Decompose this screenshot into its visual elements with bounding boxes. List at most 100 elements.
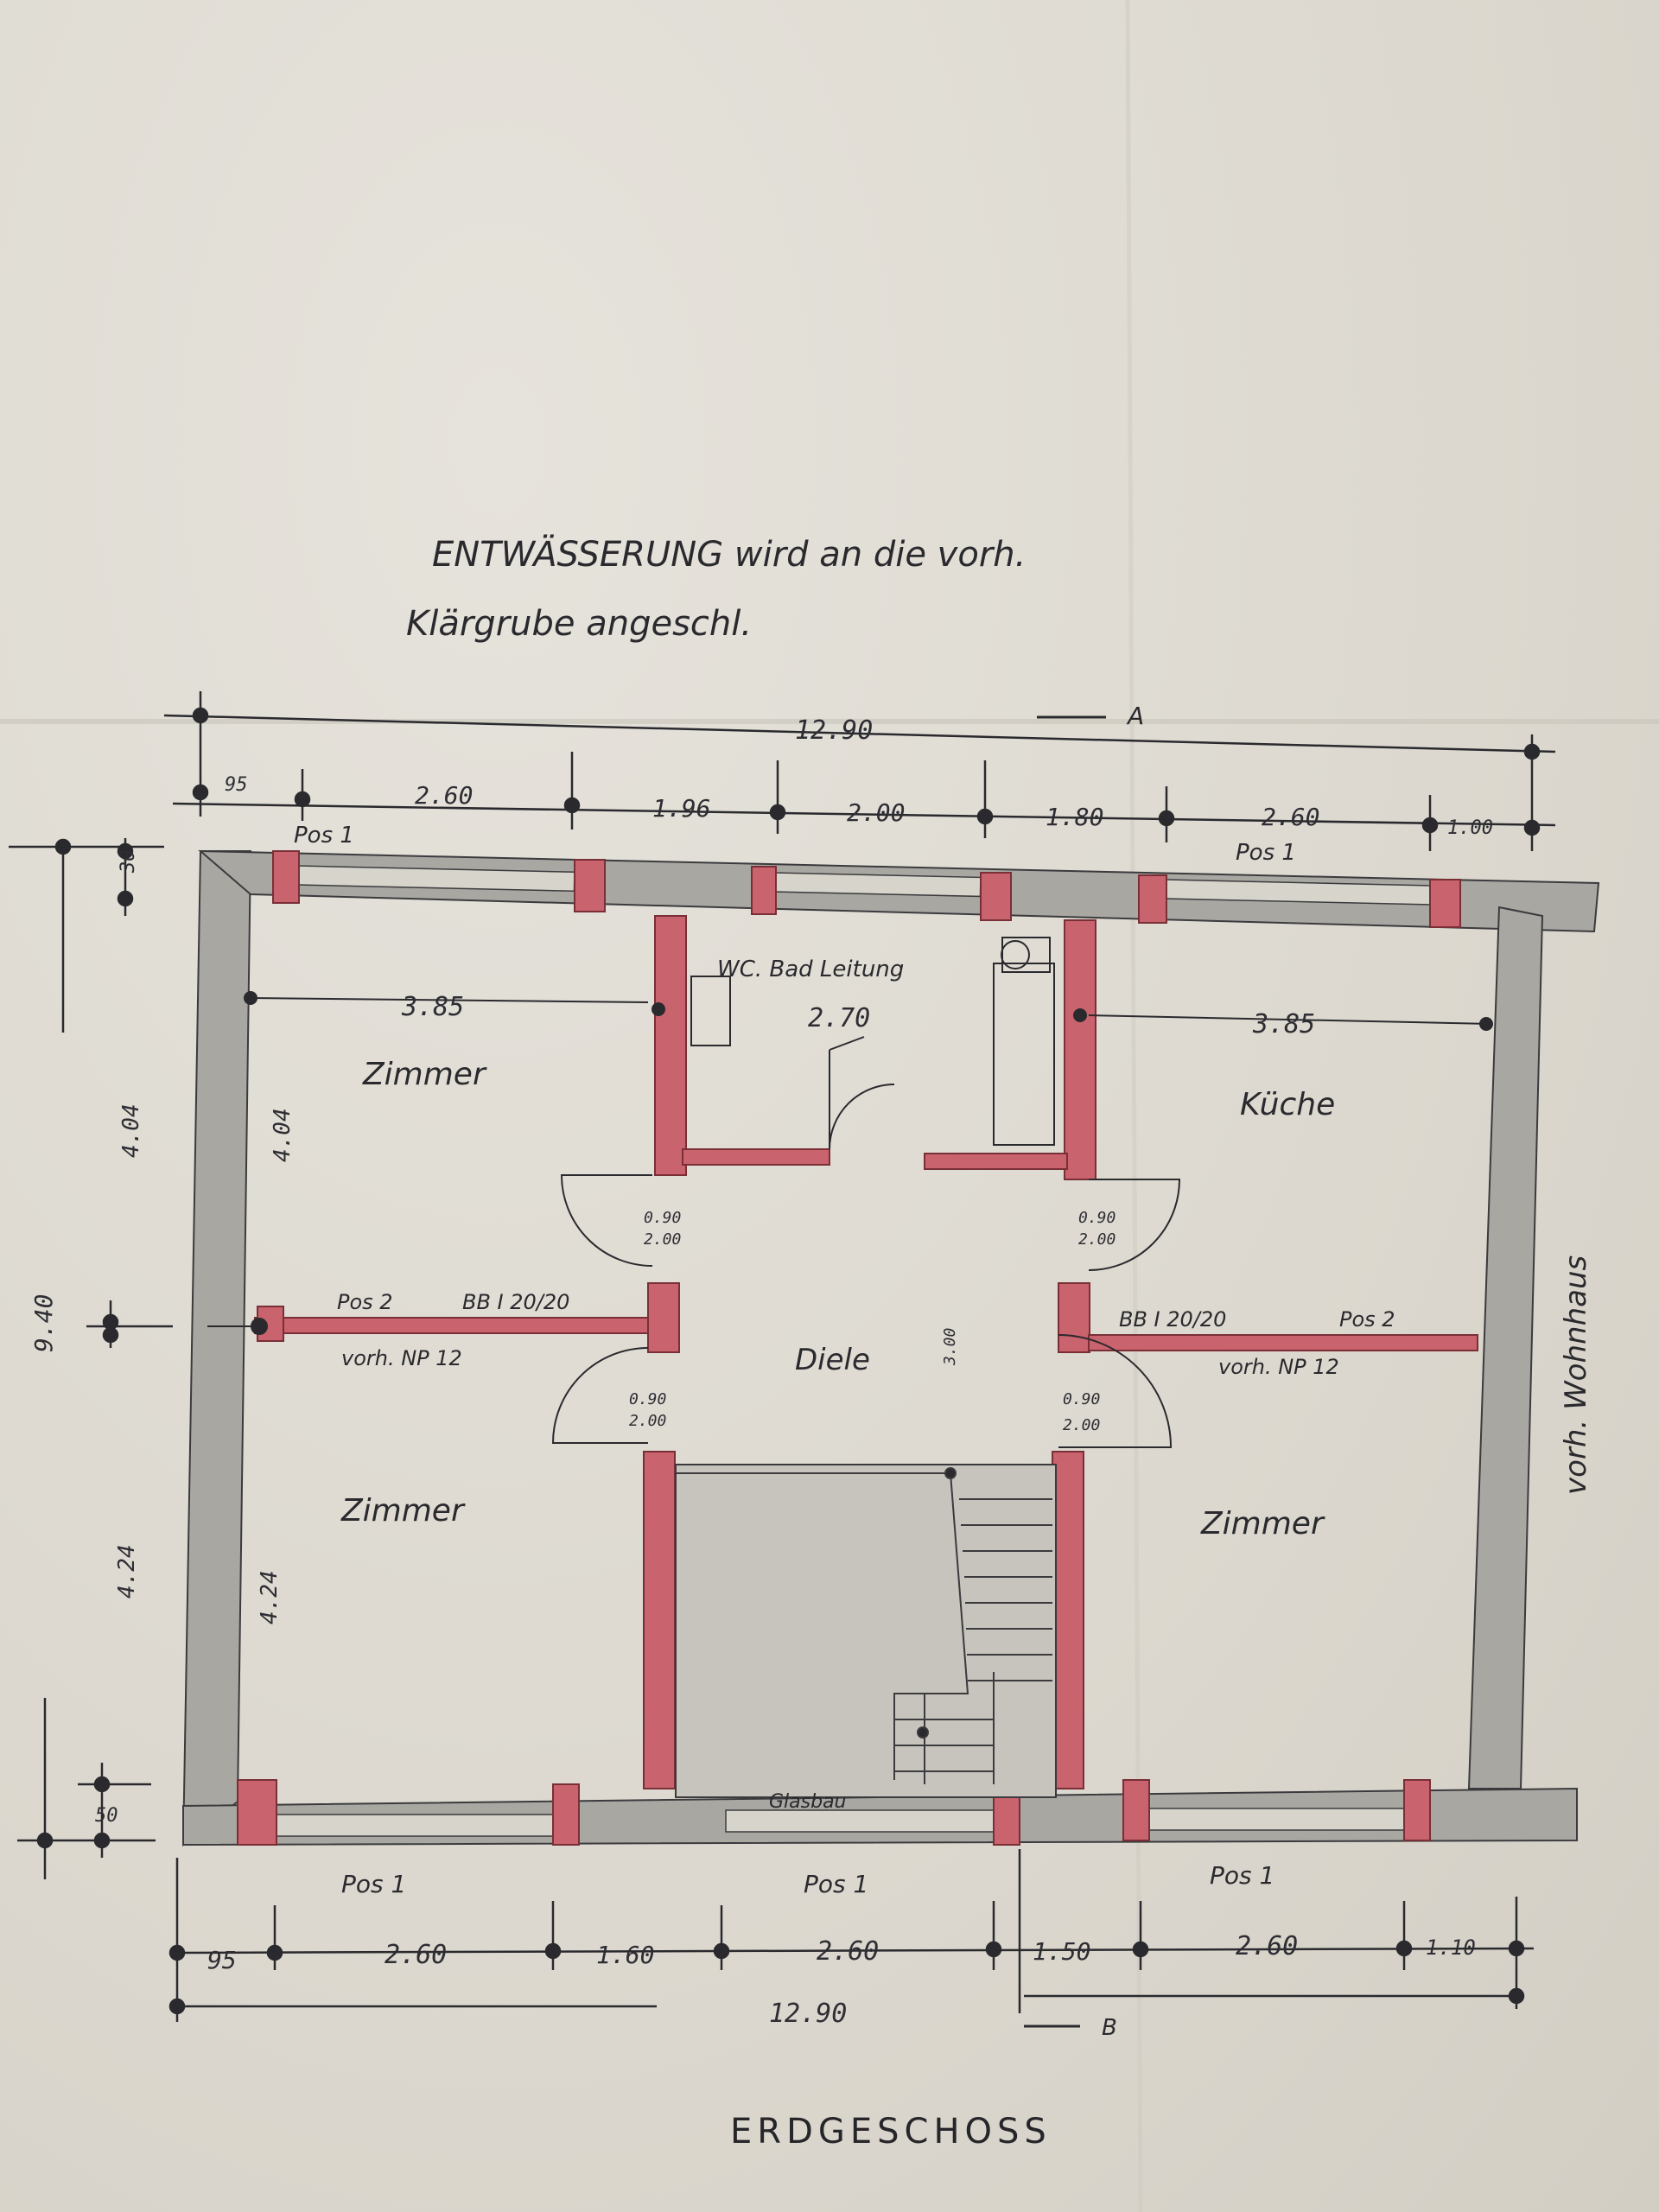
- wall-bath-bottom-1: [682, 1148, 830, 1166]
- top-total-dimension: 12.90: [795, 715, 873, 746]
- door-swing-top-left: [560, 1174, 653, 1267]
- hall-height-dim: 3.00: [941, 1328, 959, 1366]
- left-dim-seg-4: 50: [95, 1805, 118, 1827]
- wall-hall-lower-left: [643, 1451, 676, 1789]
- pier-bottom-5: [1403, 1779, 1431, 1841]
- paper-fold-vertical: [1125, 0, 1143, 2212]
- wall-bath-left: [654, 915, 687, 1176]
- bottom-total-dimension: 12.90: [769, 1999, 847, 2029]
- left-dim-seg-2: 4.04: [118, 1103, 144, 1158]
- room-label-bottom-right: Zimmer: [1200, 1506, 1325, 1541]
- pier-bottom-2: [552, 1783, 580, 1846]
- top-dim-seg-2: 2.60: [415, 781, 473, 810]
- bottom-dim-seg-4: 2.60: [817, 1936, 879, 1967]
- pier-top-6: [1429, 879, 1461, 928]
- top-dimension-chain: [163, 691, 1556, 851]
- door-4-height: 2.00: [1063, 1416, 1100, 1434]
- door-3-width: 0.90: [629, 1390, 666, 1408]
- room-label-bottom-left: Zimmer: [340, 1493, 466, 1529]
- staircase: [675, 1464, 1057, 1798]
- door-3-height: 2.00: [629, 1412, 666, 1430]
- room-label-bath: WC. Bad Leitung: [717, 957, 904, 982]
- drainage-note-line2: Klärgrube angeschl.: [406, 604, 752, 644]
- dim-bath-width: 2.70: [808, 1003, 870, 1033]
- door-swings: [551, 1084, 1181, 1448]
- door-2-height: 2.00: [1078, 1230, 1116, 1249]
- wall-bath-bottom-2: [924, 1153, 1068, 1170]
- beam-left-size: BB I 20/20: [462, 1290, 569, 1314]
- beam-right-pos: Pos 2: [1339, 1307, 1395, 1332]
- pier-top-2: [574, 859, 606, 912]
- bottom-dim-seg-1: 95: [207, 1946, 237, 1974]
- dim-kitchen-width: 3.85: [1252, 1009, 1315, 1039]
- interior-walls: [237, 850, 1478, 1846]
- wall-right: [1467, 906, 1544, 1789]
- window-label-bottom-right: Pos 1: [1210, 1861, 1274, 1890]
- door-4-width: 0.90: [1063, 1390, 1100, 1408]
- drainage-note-line1: ENTWÄSSERUNG wird an die vorh.: [432, 533, 1026, 575]
- door-swing-bath: [829, 1084, 895, 1150]
- wall-left: [181, 850, 252, 1847]
- bathtub: [993, 963, 1055, 1146]
- door-1-width: 0.90: [644, 1209, 681, 1227]
- stair-treads: [894, 1498, 1052, 1784]
- bottom-dimension-chain: [168, 1849, 1535, 2022]
- stair-well: [675, 1464, 1057, 1798]
- window-bottom-left: [276, 1814, 554, 1837]
- window-bottom-right: [1140, 1808, 1418, 1831]
- dim-top-left-depth: 4.04: [270, 1108, 296, 1162]
- pier-top-3: [751, 866, 777, 915]
- room-label-kitchen: Küche: [1240, 1087, 1335, 1122]
- section-marker-b: B: [1102, 2015, 1117, 2041]
- pier-hall-left: [647, 1282, 680, 1353]
- section-marker-a: A: [1126, 702, 1144, 730]
- beam-right-note: vorh. NP 12: [1218, 1355, 1339, 1379]
- stair-window-note: Glasbau: [769, 1791, 847, 1813]
- pier-bottom-1: [237, 1779, 277, 1846]
- left-dimension-chain: [9, 838, 173, 1879]
- beam-left: [254, 1317, 649, 1334]
- window-label-top-left: Pos 1: [294, 823, 354, 849]
- door-2-width: 0.90: [1078, 1209, 1116, 1227]
- beam-right-size: BB I 20/20: [1119, 1307, 1226, 1332]
- left-dim-seg-1: 30: [118, 850, 139, 874]
- door-swing-bottom-right: [1058, 1334, 1173, 1448]
- interior-dimension-marks: [207, 991, 1493, 1335]
- bottom-dim-seg-3: 1.60: [596, 1941, 654, 1969]
- door-swing-bottom-left: [551, 1347, 649, 1444]
- top-dim-seg-4: 2.00: [847, 798, 905, 827]
- wall-bath-right: [1064, 919, 1096, 1180]
- bottom-dim-seg-7: 1.10: [1426, 1936, 1476, 1960]
- washbasin: [690, 976, 731, 1046]
- beam-right: [1088, 1334, 1478, 1351]
- dim-top-left-width: 3.85: [401, 992, 464, 1022]
- pier-top-5: [1138, 874, 1167, 924]
- pier-hall-right: [1058, 1282, 1090, 1353]
- door-swing-top-right: [1088, 1179, 1181, 1271]
- beam-left-note: vorh. NP 12: [341, 1346, 462, 1370]
- beam-left-pos: Pos 2: [337, 1290, 393, 1314]
- wall-hall-lower-right: [1052, 1451, 1084, 1789]
- room-label-hall: Diele: [795, 1343, 870, 1377]
- window-bottom-mid: [725, 1809, 1003, 1833]
- window-label-top-right: Pos 1: [1236, 840, 1296, 866]
- pier-bottom-4: [1122, 1779, 1150, 1841]
- top-dim-seg-5: 1.80: [1046, 803, 1103, 831]
- toilet-icon: [1001, 940, 1030, 969]
- window-label-bottom-left: Pos 1: [341, 1870, 406, 1898]
- top-dim-seg-3: 1.96: [652, 794, 710, 823]
- top-dim-seg-7: 1.00: [1447, 817, 1493, 839]
- bottom-dim-seg-2: 2.60: [385, 1940, 447, 1970]
- top-dim-seg-1: 95: [225, 774, 248, 796]
- pier-top-1: [272, 850, 300, 904]
- door-1-height: 2.00: [644, 1230, 681, 1249]
- room-label-top-left: Zimmer: [362, 1057, 487, 1092]
- top-dim-seg-6: 2.60: [1262, 803, 1319, 831]
- window-label-bottom-mid: Pos 1: [804, 1870, 868, 1898]
- bottom-dim-seg-5: 1.50: [1033, 1937, 1090, 1966]
- dim-bottom-left-depth: 4.24: [257, 1570, 283, 1624]
- window-top-bath: [772, 872, 982, 898]
- drawing-title: ERDGESCHOSS: [730, 2112, 1052, 2152]
